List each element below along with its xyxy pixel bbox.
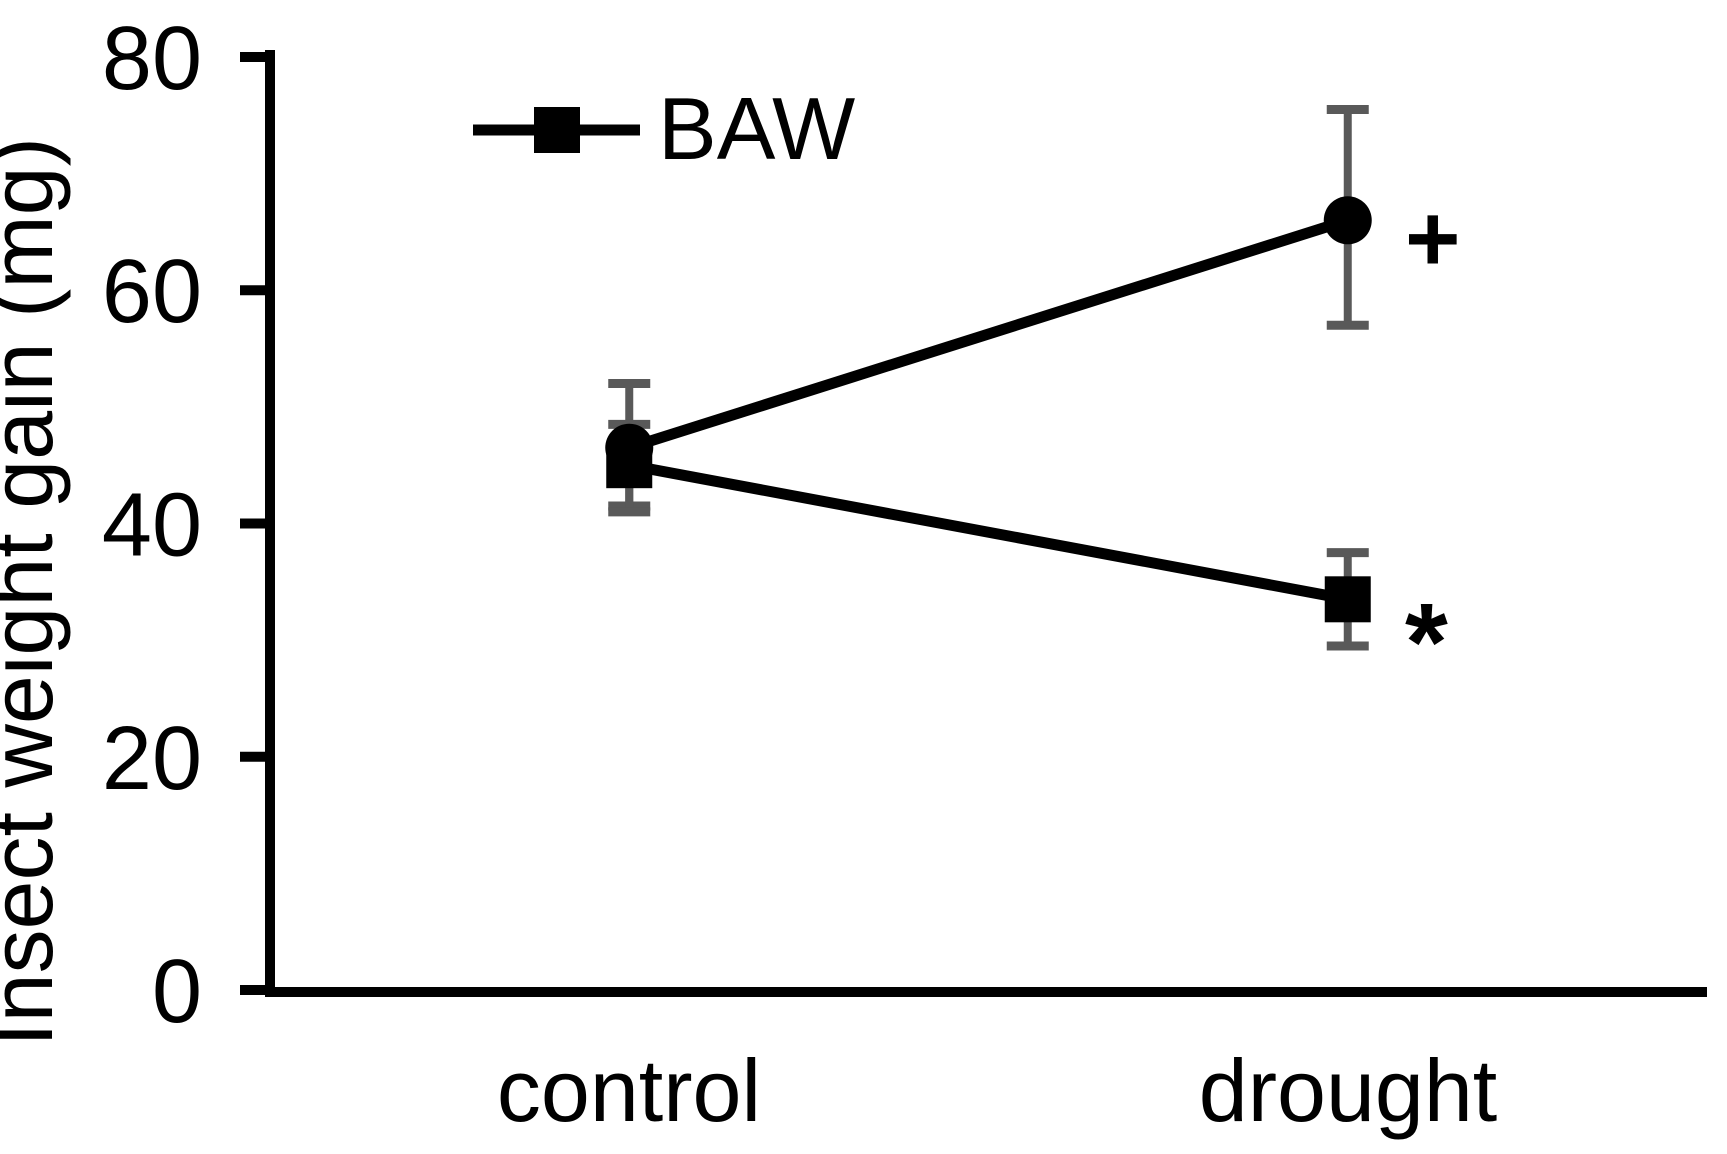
y-tick-label-20: 20 — [102, 709, 202, 809]
y-tick-label-80: 80 — [102, 9, 202, 109]
square-marker — [1324, 576, 1371, 623]
series-line-circle — [627, 215, 1350, 453]
square-marker — [606, 442, 653, 489]
circle-marker — [1323, 196, 1372, 245]
x-category-label-drought: drought — [1199, 1041, 1497, 1140]
annotation-plus: + — [1405, 186, 1460, 292]
series-line-square — [628, 459, 1349, 605]
legend-square-marker-icon — [534, 107, 580, 153]
y-tick-label-60: 60 — [102, 242, 202, 342]
x-category-label-control: control — [497, 1041, 761, 1140]
y-axis-title: Insect weight gain (mg) — [0, 137, 71, 1047]
legend: BAW — [473, 79, 855, 178]
y-tick-label-40: 40 — [102, 476, 202, 576]
series-markers-layer — [605, 196, 1372, 623]
annotation-asterisk: * — [1405, 581, 1448, 704]
error-bars-layer — [608, 104, 1369, 651]
legend-label-baw: BAW — [658, 79, 855, 178]
y-tick-label-0: 0 — [152, 942, 202, 1042]
series-lines-layer — [627, 215, 1350, 605]
